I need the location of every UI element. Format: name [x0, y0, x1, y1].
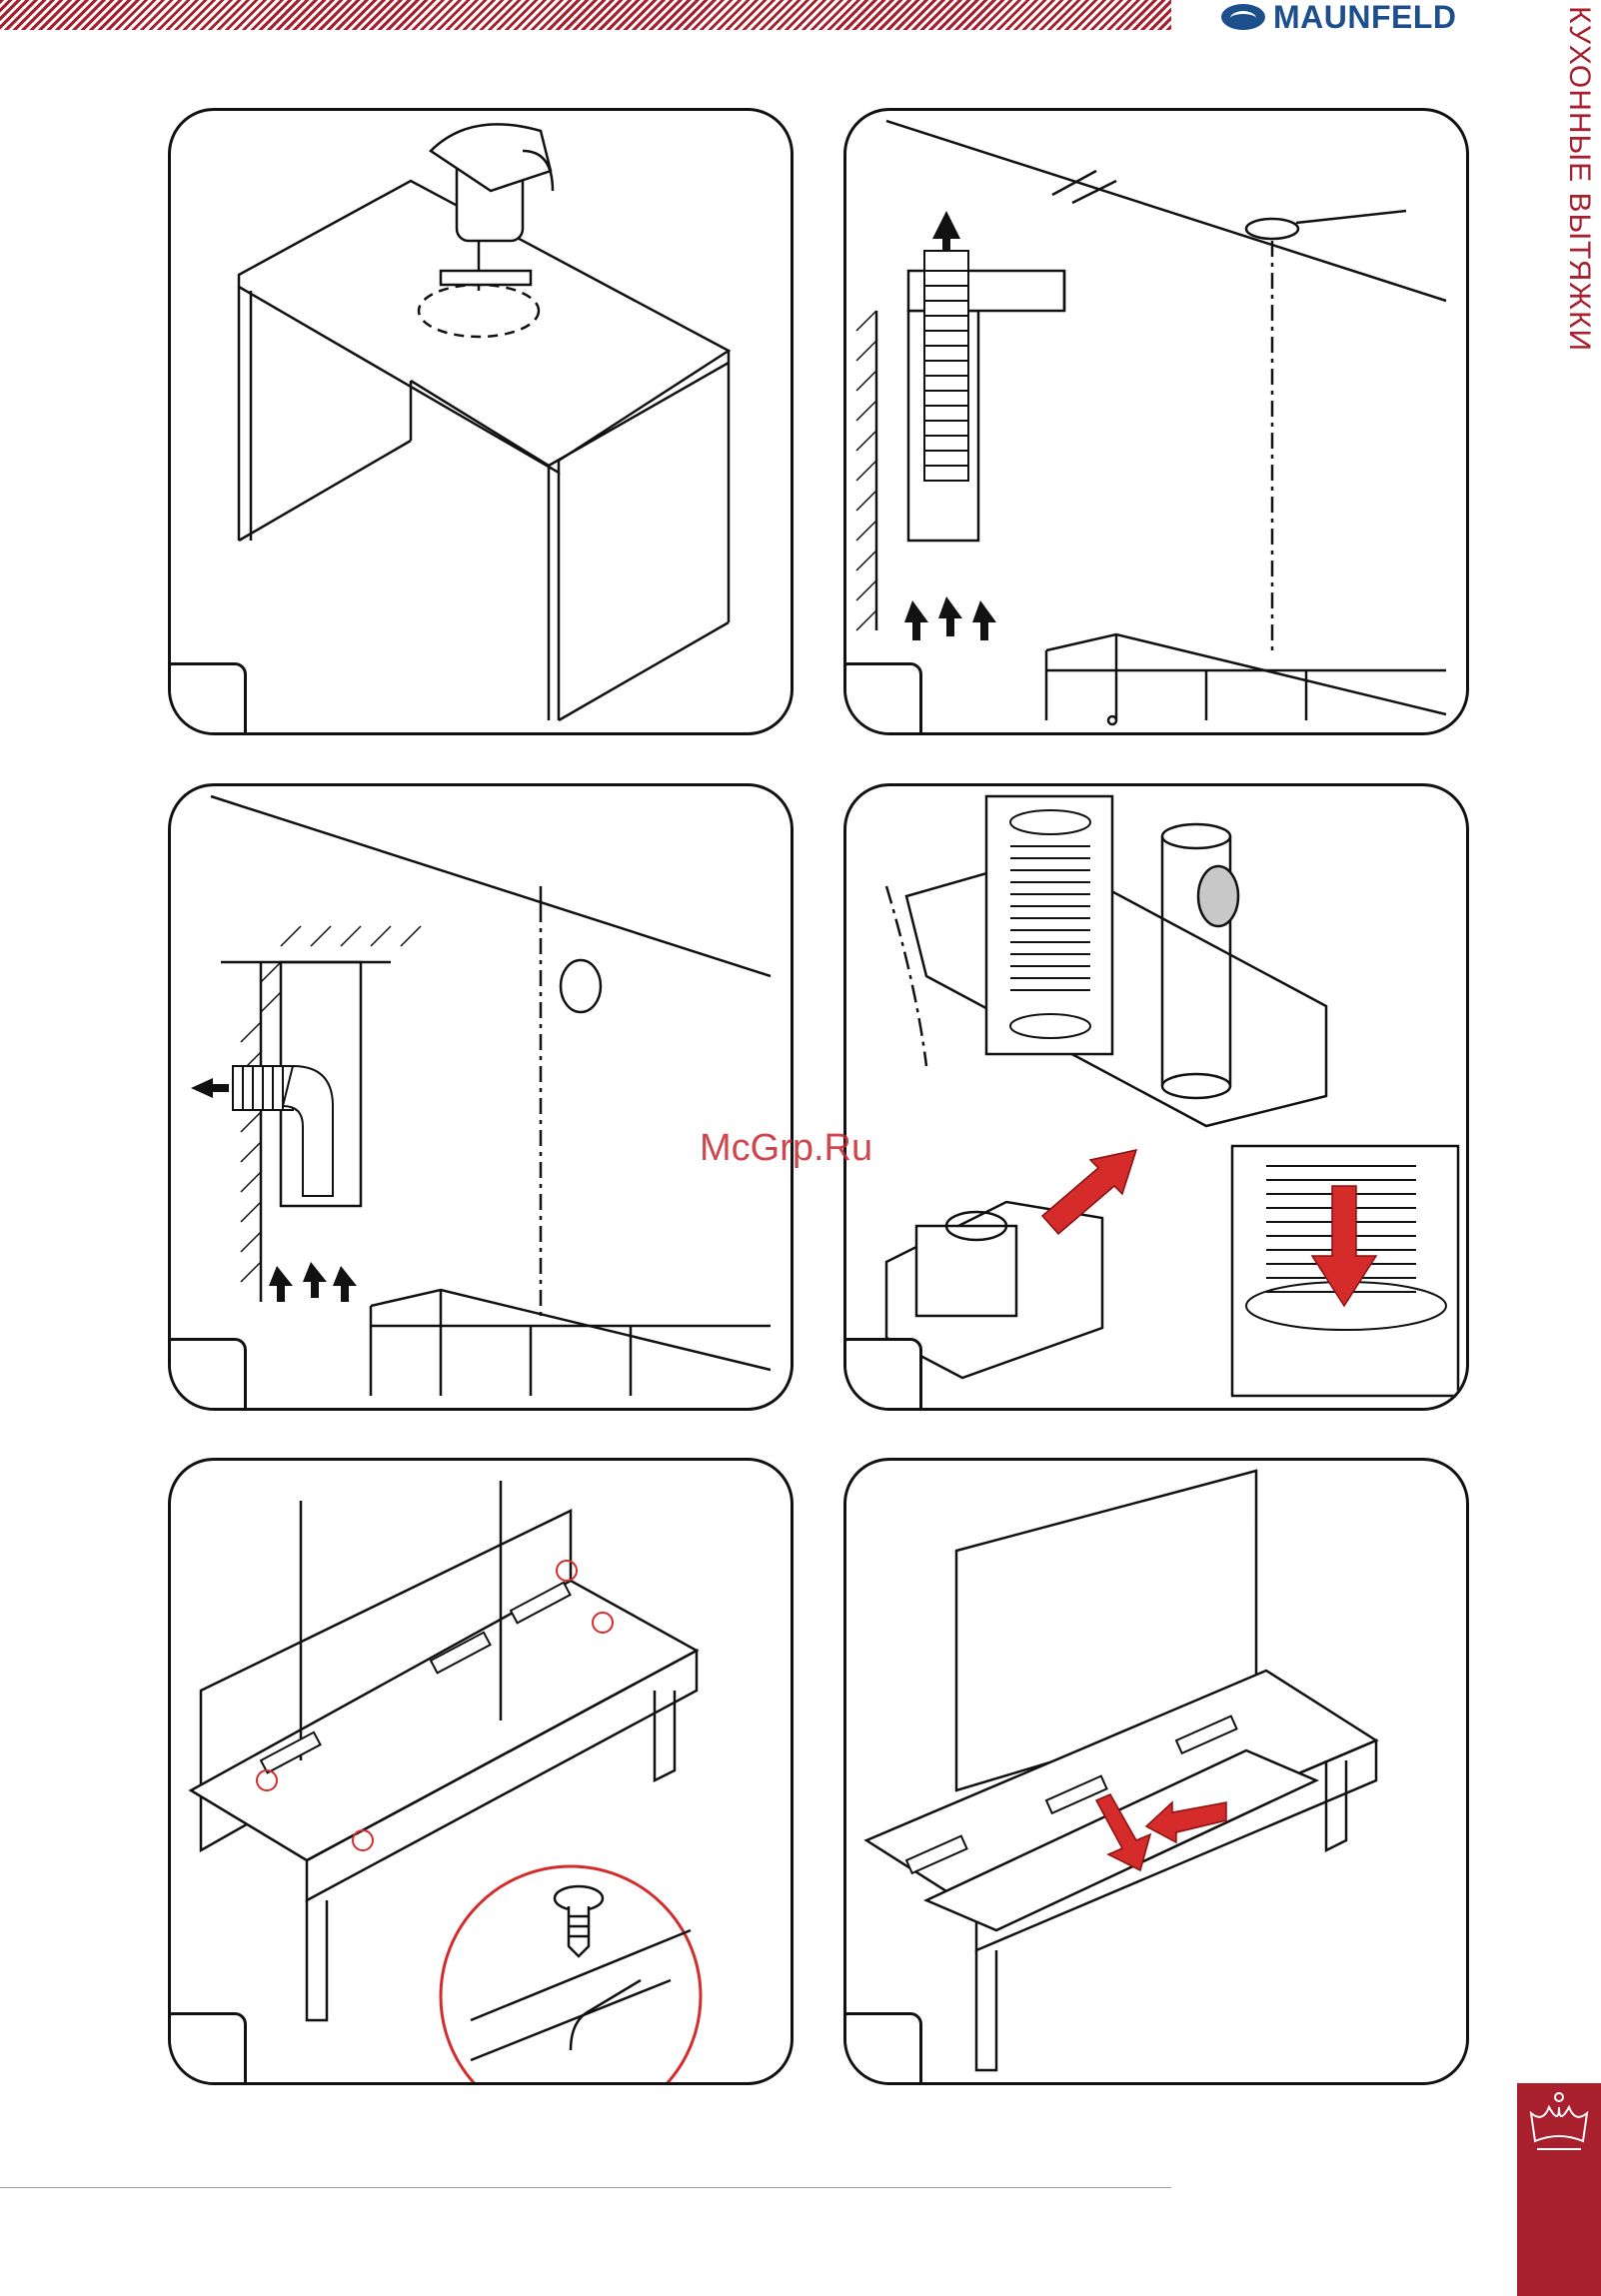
jigsaw-icon	[431, 124, 553, 291]
step-badge-2	[843, 662, 922, 735]
horizontal-duct-illustration	[171, 786, 791, 1408]
filter-insert-illustration	[846, 1461, 1466, 2082]
watermark: McGrp.Ru	[700, 1127, 872, 1170]
step-panel-3	[168, 783, 794, 1411]
section-title: КУХОННЫЕ ВЫТЯЖКИ	[1564, 6, 1594, 352]
step-badge-5	[168, 2012, 247, 2085]
step-panel-6	[843, 1458, 1469, 2085]
step-panel-2	[843, 108, 1469, 735]
step-badge-4	[843, 1338, 922, 1411]
step-badge-6	[843, 2012, 922, 2085]
step-panel-4	[843, 783, 1469, 1411]
maunfeld-logo-icon	[1221, 4, 1265, 30]
brand-logo: MAUNFELD	[1221, 0, 1503, 34]
brand-name: MAUNFELD	[1273, 0, 1457, 36]
cabinet-cut-illustration	[171, 111, 791, 732]
step-panel-1	[168, 108, 794, 735]
step-badge-3	[168, 1338, 247, 1411]
crown-icon	[1517, 2083, 1601, 2163]
footer-divider	[0, 2187, 1171, 2188]
crown-tab	[1517, 2083, 1601, 2296]
vertical-duct-illustration	[846, 111, 1466, 732]
top-hatched-band	[0, 0, 1171, 30]
step-badge-1	[168, 662, 247, 735]
flexible-duct-illustration	[846, 786, 1466, 1408]
step-panel-5	[168, 1458, 794, 2085]
hood-mount-illustration	[171, 1461, 791, 2082]
